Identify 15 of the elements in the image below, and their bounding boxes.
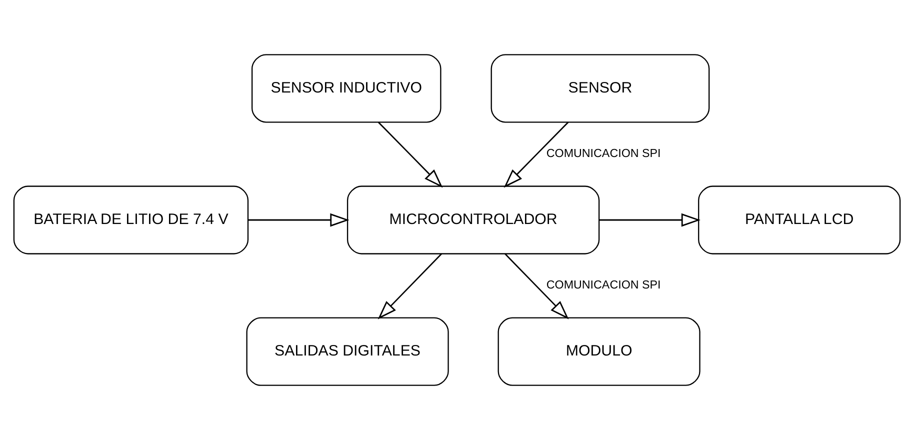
node-box: SALIDAS DIGITALES [246, 316, 449, 386]
arrow [599, 212, 701, 226]
edge-label: COMUNICACION SPI [546, 278, 661, 292]
node-box: BATERIA DE LITIO DE 7.4 V [13, 185, 249, 254]
arrow [378, 252, 442, 319]
arrow [248, 212, 350, 226]
node-box: SENSOR [490, 54, 710, 122]
arrow [378, 121, 443, 188]
arrow [504, 252, 569, 319]
edge-label: COMUNICACION SPI [546, 146, 661, 160]
node-box: PANTALLA LCD [698, 185, 901, 254]
node-box: MICROCONTROLADOR [346, 185, 600, 254]
node-box: MODULO [498, 316, 700, 386]
node-box: SENSOR INDUCTIVO [251, 54, 442, 122]
arrow [504, 121, 569, 188]
